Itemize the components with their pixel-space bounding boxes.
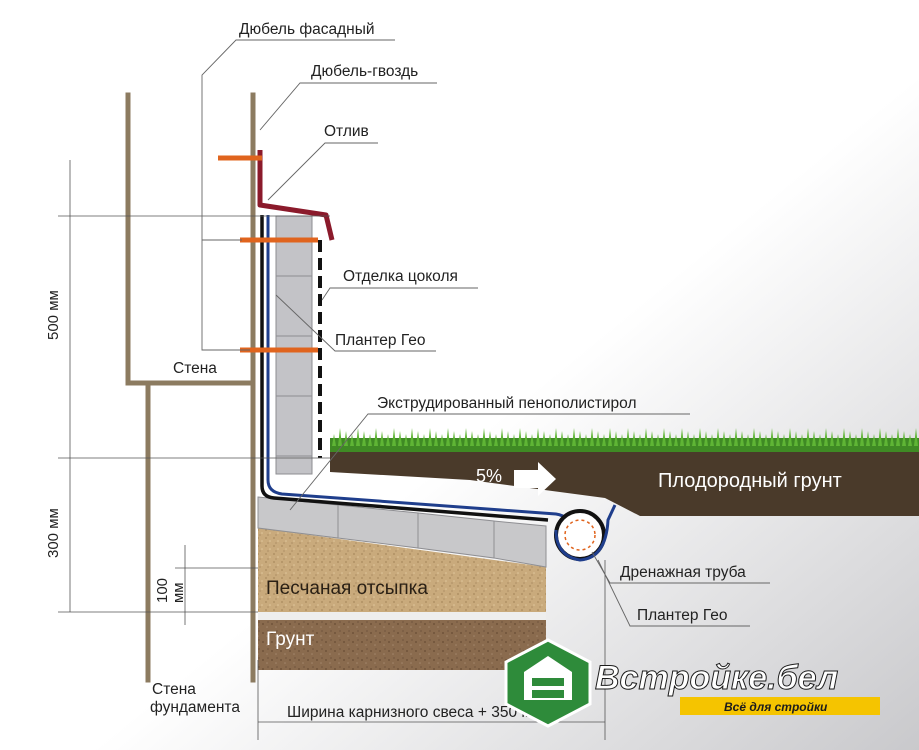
fertile-soil-layer [330,448,919,516]
label-planter-geo-bottom: Плантер Гео [637,607,727,624]
slope-arrow [514,462,556,496]
ground-layer [258,620,546,670]
dim-500: 500 мм [45,290,62,340]
label-sand-bedding: Песчаная отсыпка [266,578,428,599]
dim-300: 300 мм [45,508,62,558]
leader-lines [201,39,770,627]
label-xps: Экструдированный пенополистирол [377,395,637,412]
drain-pipe [554,504,617,562]
label-foundation-wall-2: фундамента [150,699,240,716]
grass-layer [330,428,919,452]
label-soil: Грунт [266,629,315,650]
paving-blocks [257,496,547,568]
sand-bedding-layer [258,528,546,612]
label-planter-geo-top: Плантер Гео [335,332,425,349]
label-drain-pipe: Дренажная труба [620,564,746,581]
brand-logo: Встройке.бел Всё для стройки [504,638,880,728]
label-slope: 5% [476,466,502,486]
brand-name: Встройке.бел [595,659,838,697]
ground-separator [258,612,546,620]
label-facade-dowel: Дюбель фасадный [239,21,375,38]
label-overhang-width: Ширина карнизного свеса + 350 мм [287,704,543,721]
drip-flashing [257,150,335,241]
xps-blocks [275,215,313,475]
wall-outline [125,92,256,683]
label-plinth-finish: Отделка цоколя [343,268,458,285]
brand-tagline-bar [680,697,880,715]
label-fertile-soil: Плодородный грунт [658,470,842,492]
waterproofing-membrane [260,215,549,522]
label-nail-dowel: Дюбель-гвоздь [311,63,418,80]
dim-100-value: 100 [154,578,171,603]
dowels [218,155,318,353]
brand-tagline: Всё для стройки [724,700,828,714]
label-wall: Стена [173,360,217,377]
dim-100-unit: мм [170,582,187,603]
label-drip: Отлив [324,123,369,140]
label-foundation-wall-1: Стена [152,681,196,698]
